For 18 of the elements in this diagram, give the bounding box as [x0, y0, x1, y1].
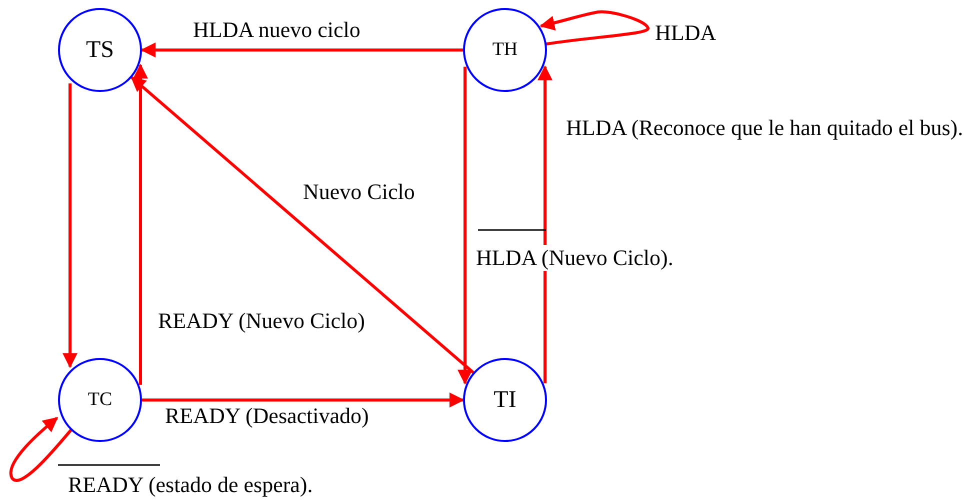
edge-label: HLDA (Nuevo Ciclo). — [476, 245, 674, 272]
state-circle — [58, 358, 142, 442]
arrow — [538, 65, 552, 384]
state-label: TS — [86, 36, 114, 64]
state-label: TI — [494, 386, 516, 414]
arrow — [540, 10, 650, 46]
state-circle — [58, 8, 142, 92]
arrow — [130, 76, 474, 374]
arrow — [458, 66, 472, 385]
state-label: TH — [492, 39, 518, 61]
state-label: TC — [88, 389, 112, 411]
arrow — [133, 64, 148, 385]
arrow — [9, 416, 72, 482]
state-circle — [463, 358, 547, 442]
state-circle — [463, 8, 547, 92]
arrow — [142, 392, 464, 408]
arrow — [62, 83, 78, 368]
arrow — [140, 42, 463, 58]
